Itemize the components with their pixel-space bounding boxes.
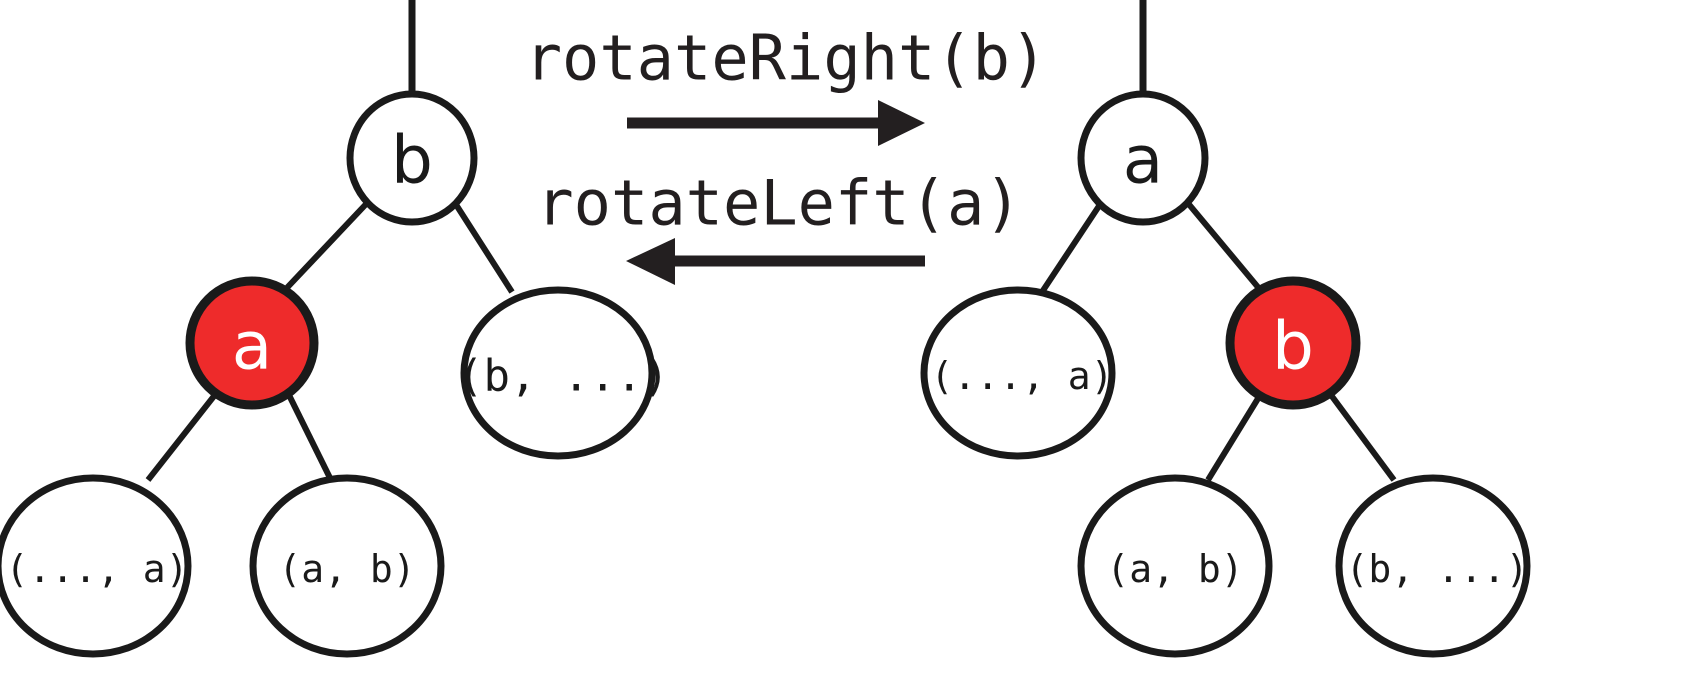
- left-node-a-shape: [185, 276, 319, 410]
- right-node-b-label: b: [1272, 308, 1314, 385]
- right-node-b[interactable]: b: [1225, 276, 1361, 410]
- edge-left-root-to-a: [280, 199, 371, 295]
- rotate-right-label: rotateRight(b): [525, 22, 1048, 95]
- left-node-b-rest-label: (b, ...): [457, 351, 669, 402]
- right-leaf-a-b[interactable]: (a, b): [1077, 474, 1273, 658]
- left-node-a[interactable]: a: [185, 276, 319, 410]
- edge-right-root-to-b: [1184, 200, 1265, 294]
- right-node-rest-a-label: (..., a): [930, 354, 1113, 398]
- left-leaf-a-b[interactable]: (a, b): [249, 474, 445, 658]
- left-node-b-rest-shape: [460, 286, 656, 460]
- right-root-node[interactable]: a: [1077, 90, 1209, 226]
- edge-left-root-to-b-rest: [452, 201, 515, 294]
- rotate-left-arrow-icon: [626, 238, 925, 285]
- right-leaf-a-b-shape: [1077, 474, 1273, 658]
- edge-right-root-to-rest-a: [1039, 201, 1104, 294]
- edge-left-a-to-rest-a: [145, 389, 221, 482]
- right-leaf-b-rest[interactable]: (b, ...): [1335, 474, 1531, 658]
- tree-before: b a (b, ...) (..., a) (a, b): [0, 0, 669, 658]
- left-root-label: b: [391, 122, 433, 199]
- right-leaf-a-b-label: (a, b): [1106, 547, 1243, 591]
- right-root-shape: [1077, 90, 1209, 226]
- right-root-label: a: [1123, 122, 1163, 199]
- operation-arrows: rotateRight(b) rotateLeft(a): [525, 22, 1048, 285]
- left-node-a-label: a: [232, 308, 272, 385]
- left-leaf-rest-a-label: (..., a): [5, 547, 188, 591]
- left-node-b-rest[interactable]: (b, ...): [457, 286, 669, 460]
- right-leaf-b-rest-shape: [1335, 474, 1531, 658]
- left-leaf-rest-a[interactable]: (..., a): [0, 474, 192, 658]
- tree-after: a (..., a) b (a, b) (b, ...): [920, 0, 1531, 658]
- left-root-node[interactable]: b: [346, 90, 478, 226]
- left-root-shape: [346, 90, 478, 226]
- rotate-left-arrow-head: [626, 238, 675, 285]
- rotate-right-arrow-icon: [627, 100, 925, 146]
- right-leaf-b-rest-label: (b, ...): [1345, 547, 1528, 591]
- rotate-left-label: rotateLeft(a): [536, 167, 1021, 240]
- left-leaf-rest-a-shape: [0, 474, 192, 658]
- edge-right-b-to-b-rest: [1325, 389, 1397, 482]
- edge-right-b-to-a-b: [1205, 390, 1265, 482]
- left-leaf-a-b-shape: [249, 474, 445, 658]
- edge-left-a-to-a-b: [284, 389, 334, 482]
- rotate-right-arrow-head: [878, 100, 925, 146]
- right-node-rest-a[interactable]: (..., a): [920, 286, 1116, 460]
- right-node-rest-a-shape: [920, 286, 1116, 460]
- left-leaf-a-b-label: (a, b): [278, 547, 415, 591]
- right-node-b-shape: [1225, 276, 1361, 410]
